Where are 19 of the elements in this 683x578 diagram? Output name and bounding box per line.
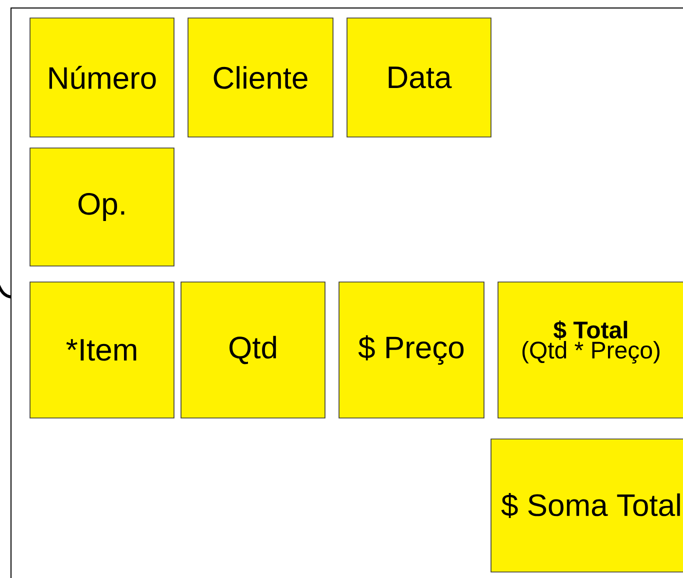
field-box [30, 148, 174, 266]
field-box [490, 438, 683, 572]
field-box [338, 282, 484, 418]
node-label: Cliente [214, 66, 308, 89]
field-box [498, 282, 683, 418]
field-box [346, 18, 492, 138]
node-label: Data [388, 66, 452, 88]
node-label: $ Preço [358, 335, 464, 365]
node-label: Qtd [229, 336, 276, 364]
node-label: $ Total [554, 320, 628, 340]
node-label: Número [49, 66, 156, 90]
node-label: Op. [78, 192, 124, 222]
field-box [188, 18, 334, 138]
node-label: (Qtd * Preço) [522, 341, 660, 364]
field-box [180, 282, 326, 418]
field-box [30, 282, 174, 418]
node-label: $ Soma Total [501, 492, 680, 518]
node-label: *Item [66, 339, 136, 361]
field-box [30, 18, 174, 138]
